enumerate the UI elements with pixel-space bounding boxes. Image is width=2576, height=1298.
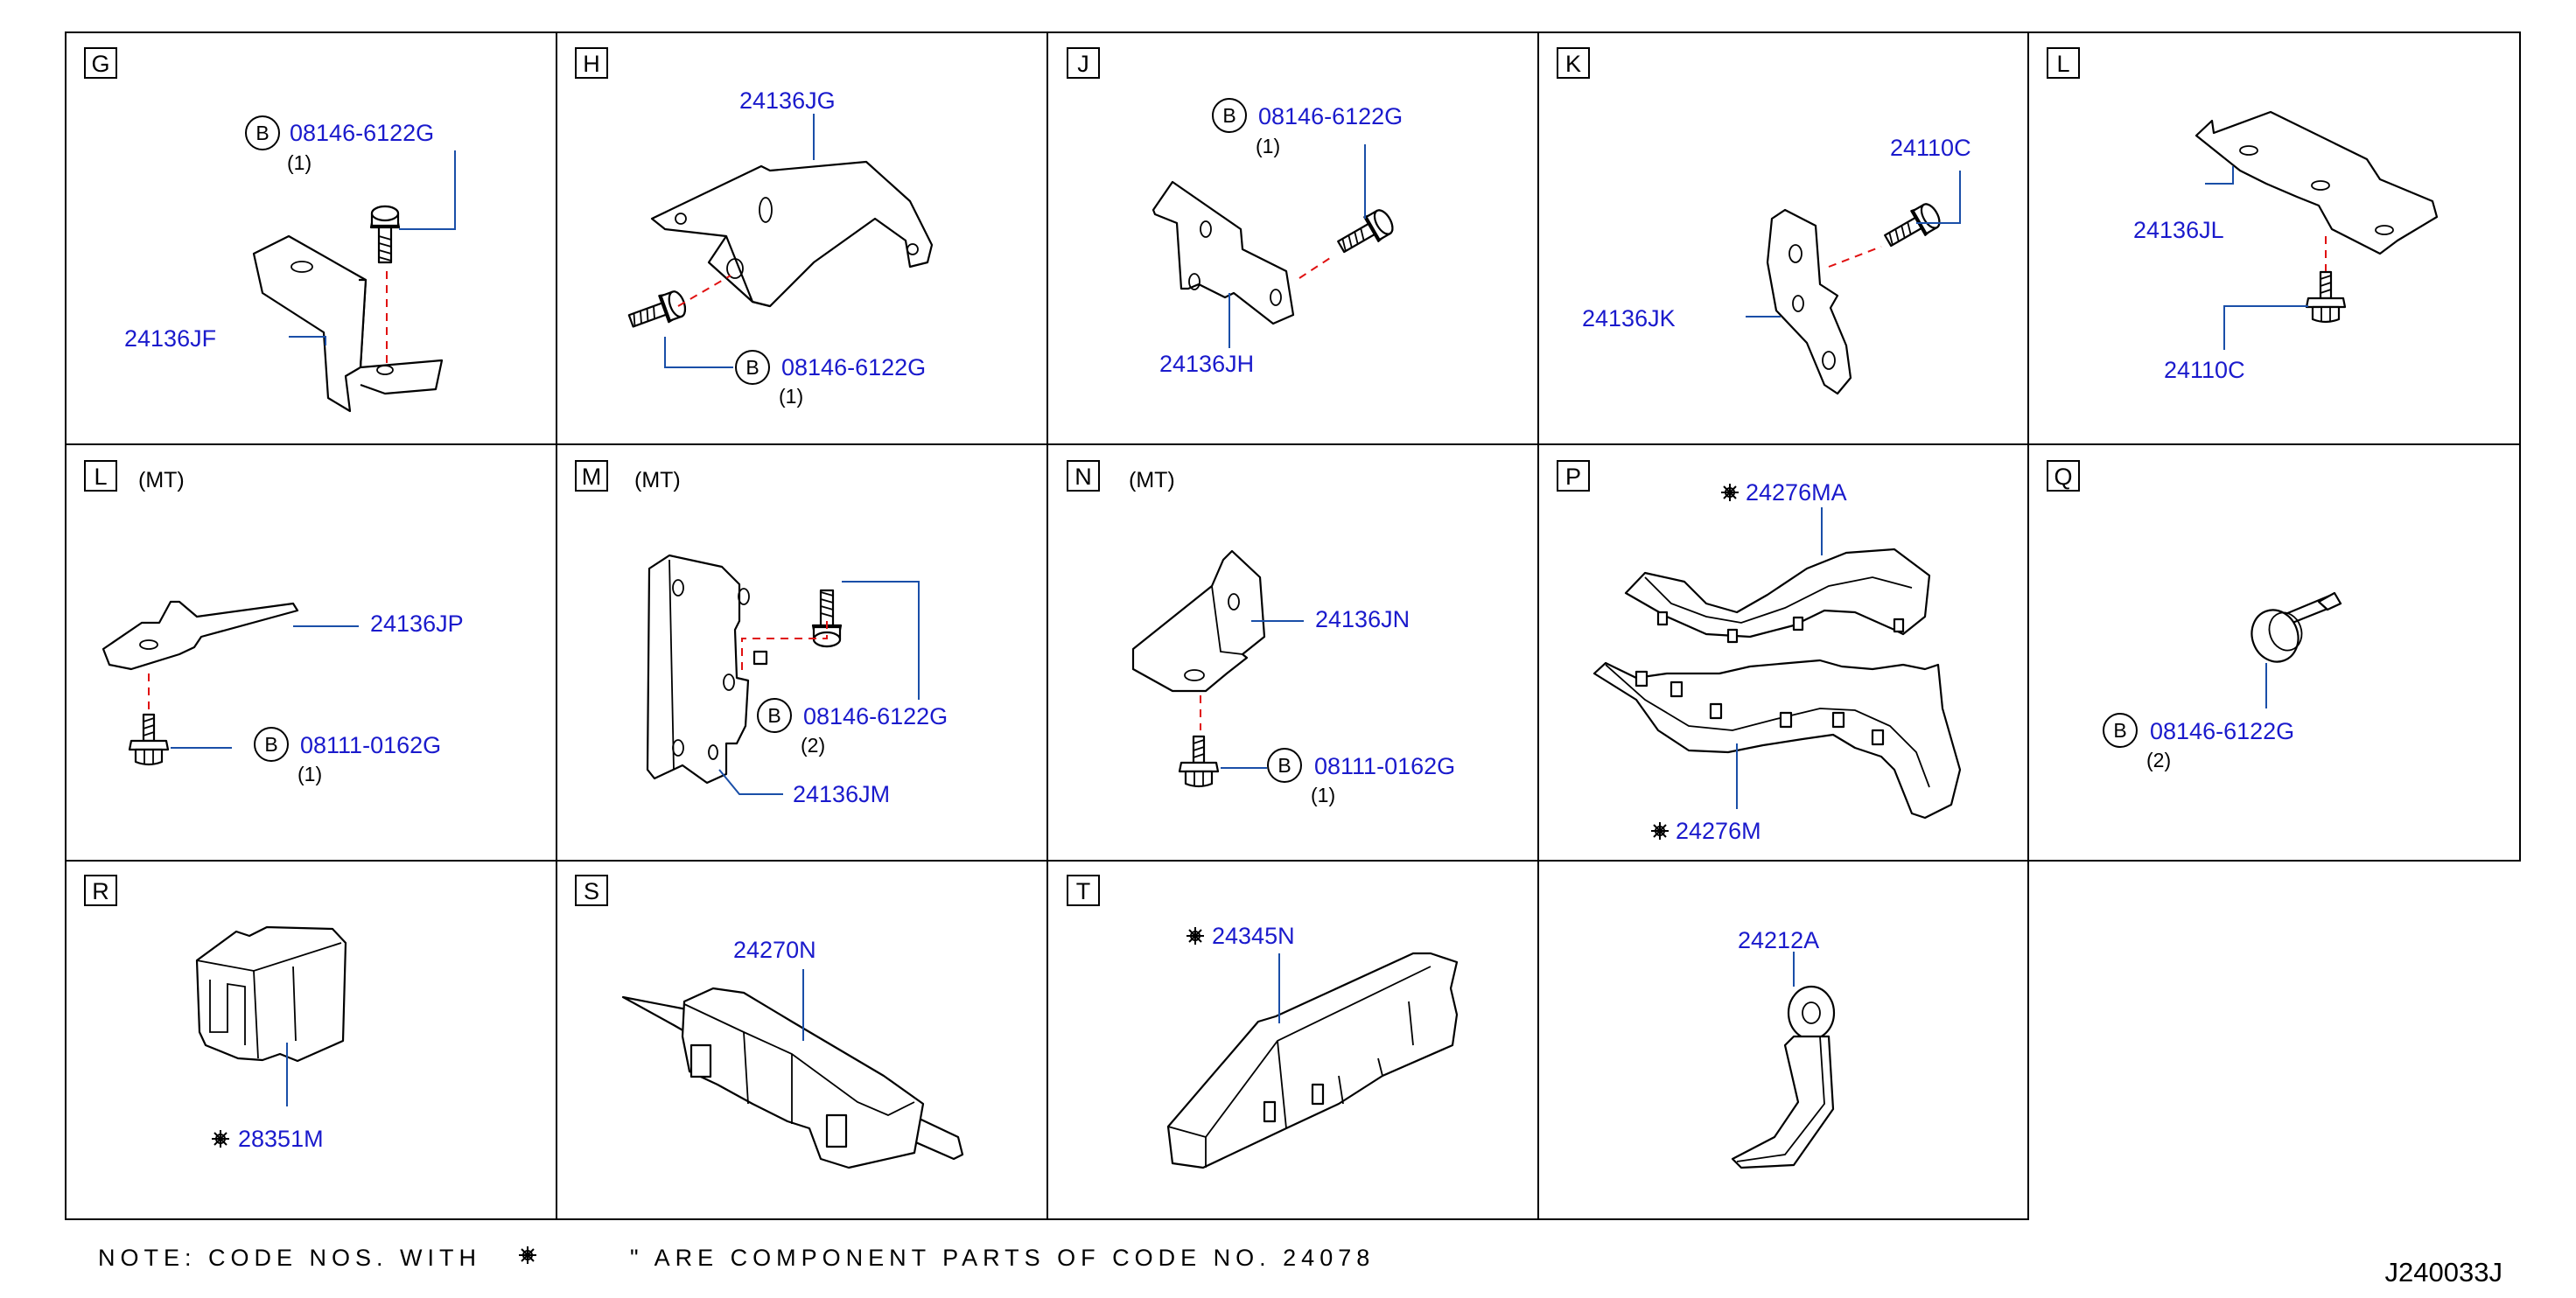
bolt-marker: B	[767, 704, 780, 727]
protector-24270n-drawing	[621, 987, 964, 1169]
quantity: (2)	[2146, 749, 2171, 771]
component-asterisk-icon	[1650, 821, 1670, 841]
cell-m-mt: M (MT) B 08146-6122G (2) 24136JM	[575, 460, 948, 807]
part-number: 08146-6122G	[290, 120, 434, 146]
part-number: 24136JP	[370, 611, 464, 637]
connector-28351m-drawing	[195, 925, 347, 1063]
cell-t: T 24345N	[1067, 875, 1459, 1169]
cell-n-mt: N (MT) 24136JN B 08111-0162G (1)	[1067, 460, 1455, 806]
bolt-icon	[2305, 270, 2347, 324]
cell-h: H 24136JG B 08146-6122G (1)	[575, 47, 934, 408]
protector-24276m-drawing	[1592, 659, 1962, 820]
part-number: 24270N	[733, 937, 816, 963]
grid-frame	[65, 31, 2521, 1220]
bolt-marker: B	[264, 733, 277, 756]
quantity: (1)	[298, 763, 322, 785]
cell-r: R 28351M	[84, 875, 347, 1152]
part-number: 08111-0162G	[1314, 753, 1455, 779]
cell-j: J B 08146-6122G (1) 24136JH	[1067, 47, 1403, 377]
strap-24212a-drawing	[1731, 985, 1836, 1169]
note-text-end: " ARE COMPONENT PARTS OF CODE NO. 24078	[630, 1245, 1375, 1271]
section-letter: G	[91, 51, 109, 77]
quantity: (1)	[287, 151, 312, 174]
part-number: 24276M	[1676, 818, 1761, 844]
section-letter: S	[584, 878, 599, 904]
cell-l-top: L 24136JL 24110C	[2047, 47, 2439, 383]
protector-24276ma-drawing	[1624, 548, 1931, 644]
quantity: (1)	[1311, 784, 1335, 806]
section-letter: Q	[2054, 464, 2072, 490]
bracket-24136jh-drawing	[1152, 180, 1295, 325]
cell-p: P 24276MA 24276M	[1557, 460, 1962, 844]
bolt-marker: B	[256, 122, 269, 144]
component-asterisk-icon	[1186, 926, 1205, 946]
section-letter: H	[583, 51, 600, 77]
section-letter: R	[92, 878, 109, 904]
note-text-start: NOTE: CODE NOS. WITH	[98, 1245, 481, 1271]
bolt-marker: B	[1278, 754, 1291, 777]
part-number: 08146-6122G	[2150, 718, 2294, 744]
part-number: 24136JF	[124, 325, 216, 352]
cell-l-mt: L (MT) 24136JP B 08111-0162G (1)	[84, 460, 464, 785]
part-number: 24136JL	[2133, 217, 2224, 243]
condition-label: (MT)	[138, 468, 185, 492]
part-number: 08146-6122G	[781, 354, 926, 380]
drawing-number: J240033J	[2385, 1257, 2502, 1288]
part-number: 24212A	[1738, 927, 1819, 953]
part-number: 24276MA	[1746, 479, 1847, 506]
bracket-24136jm-drawing	[646, 554, 768, 785]
part-number: 24136JG	[739, 87, 836, 114]
component-asterisk-icon	[1720, 483, 1740, 502]
section-letter: P	[1565, 464, 1581, 490]
part-number: 24136JH	[1159, 351, 1254, 377]
section-letter: J	[1077, 51, 1089, 77]
protector-24345n-drawing	[1166, 952, 1459, 1169]
bolt-marker: B	[2113, 719, 2126, 742]
bracket-24136jn-drawing	[1131, 549, 1266, 693]
quantity: (2)	[801, 734, 825, 757]
cell-g: G B 08146-6122G (1) 24136JF	[84, 47, 456, 413]
bolt-icon	[1178, 735, 1220, 788]
bolt-icon	[128, 713, 170, 766]
part-number: 24110C	[2164, 357, 2245, 383]
bracket-24136jp-drawing	[102, 600, 299, 671]
part-number: 28351M	[238, 1126, 324, 1152]
part-number: 24136JM	[793, 781, 890, 807]
cell-ground-strap: 24212A	[1731, 927, 1836, 1169]
part-number: 08111-0162G	[300, 732, 441, 758]
part-number: 24345N	[1212, 923, 1295, 949]
condition-label: (MT)	[634, 468, 681, 492]
section-letter: L	[94, 464, 107, 490]
cell-s: S 24270N	[575, 875, 964, 1169]
footer-note: NOTE: CODE NOS. WITH " ARE COMPONENT PAR…	[98, 1245, 1375, 1271]
bolt-icon	[369, 205, 401, 264]
part-number: 08146-6122G	[1258, 103, 1403, 129]
part-number: 24136JK	[1582, 305, 1676, 331]
bolt-marker: B	[746, 356, 759, 379]
section-letter: L	[2056, 51, 2069, 77]
bolt-marker: B	[1222, 104, 1236, 127]
part-number: 08146-6122G	[803, 703, 948, 729]
part-number: 24110C	[1890, 135, 1971, 161]
bracket-24136jl-drawing	[2194, 110, 2439, 255]
bolt-icon	[1880, 199, 1945, 254]
section-letter: M	[582, 464, 602, 490]
section-letter: N	[1074, 464, 1092, 490]
bracket-24136jg-drawing	[650, 160, 934, 308]
bracket-24136jk-drawing	[1766, 208, 1852, 395]
section-letter: T	[1076, 878, 1091, 904]
section-letter: K	[1565, 51, 1581, 77]
part-number: 24136JN	[1315, 606, 1410, 632]
quantity: (1)	[779, 385, 803, 408]
cell-k: K 24110C 24136JK	[1557, 47, 1971, 395]
component-asterisk-icon	[518, 1246, 537, 1265]
clip-drawing	[2250, 591, 2342, 663]
component-asterisk-icon	[211, 1129, 230, 1148]
quantity: (1)	[1256, 135, 1280, 157]
cell-q: Q B 08146-6122G (2)	[2047, 460, 2342, 771]
condition-label: (MT)	[1129, 468, 1175, 492]
bolt-icon	[625, 287, 690, 335]
bracket-24136jf-drawing	[252, 234, 444, 413]
